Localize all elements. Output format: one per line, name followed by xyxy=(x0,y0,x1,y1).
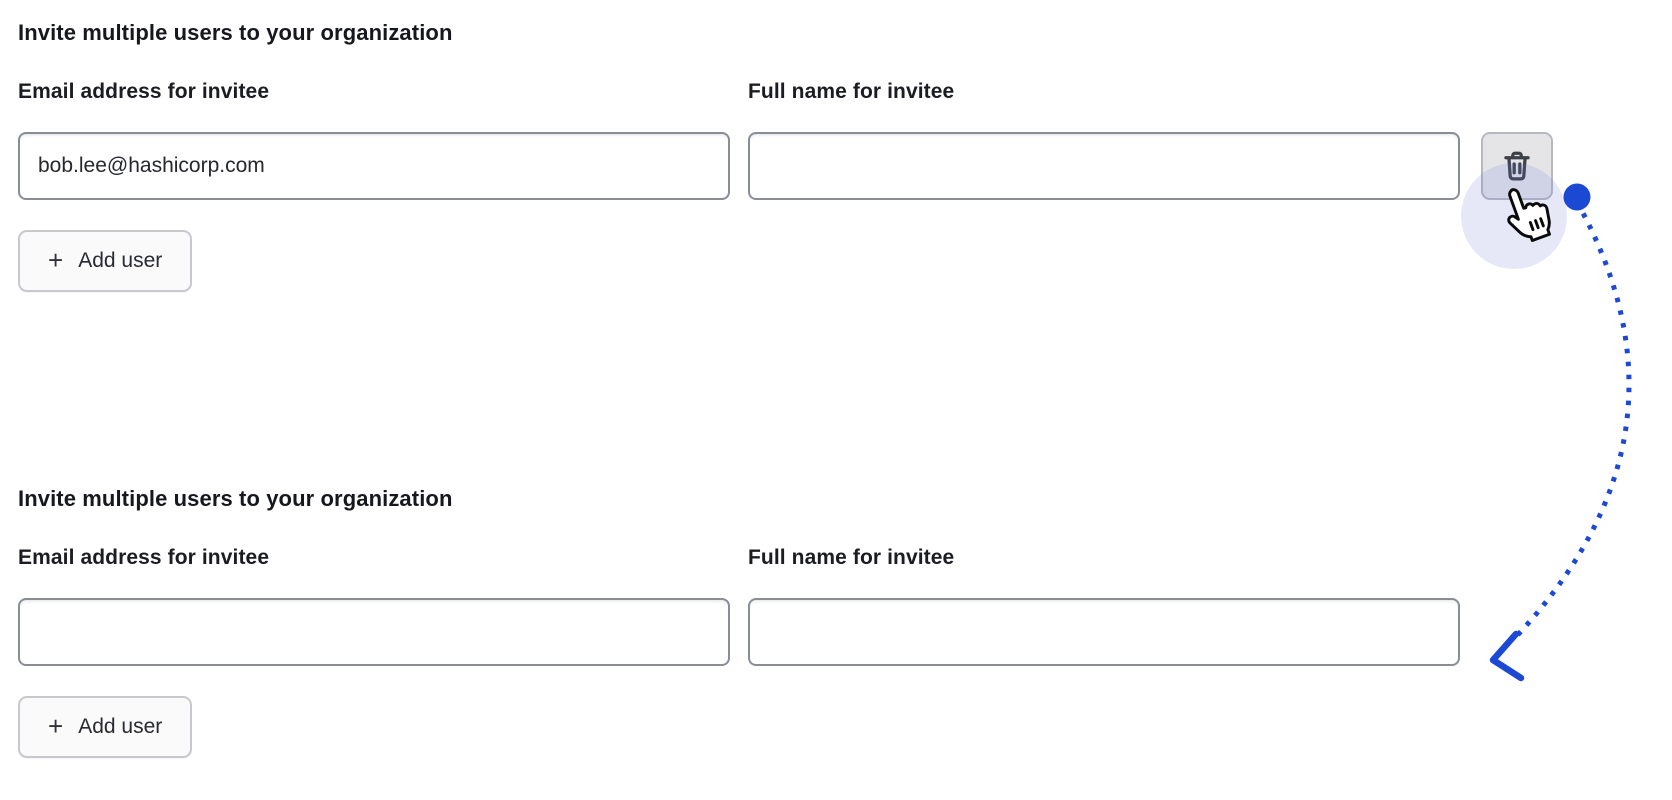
invite-form-before: Invite multiple users to your organizati… xyxy=(18,20,1658,330)
add-user-button[interactable]: + Add user xyxy=(18,230,193,292)
add-user-button[interactable]: + Add user xyxy=(18,696,193,758)
invite-form-after: Invite multiple users to your organizati… xyxy=(18,486,1658,796)
fullname-input[interactable] xyxy=(748,598,1460,666)
plus-icon: + xyxy=(48,711,64,741)
email-label: Email address for invitee xyxy=(18,80,270,103)
fullname-label: Full name for invitee xyxy=(748,80,955,103)
add-user-label: Add user xyxy=(78,249,163,272)
email-input[interactable] xyxy=(18,132,730,200)
email-input[interactable] xyxy=(18,598,730,666)
trash-icon xyxy=(1504,151,1530,181)
email-label: Email address for invitee xyxy=(18,546,270,569)
fullname-label: Full name for invitee xyxy=(748,546,955,569)
fullname-input[interactable] xyxy=(748,132,1460,200)
delete-row-button[interactable] xyxy=(1481,132,1553,200)
section-heading: Invite multiple users to your organizati… xyxy=(18,20,453,45)
section-heading: Invite multiple users to your organizati… xyxy=(18,486,453,511)
plus-icon: + xyxy=(48,245,64,275)
add-user-label: Add user xyxy=(78,715,163,738)
